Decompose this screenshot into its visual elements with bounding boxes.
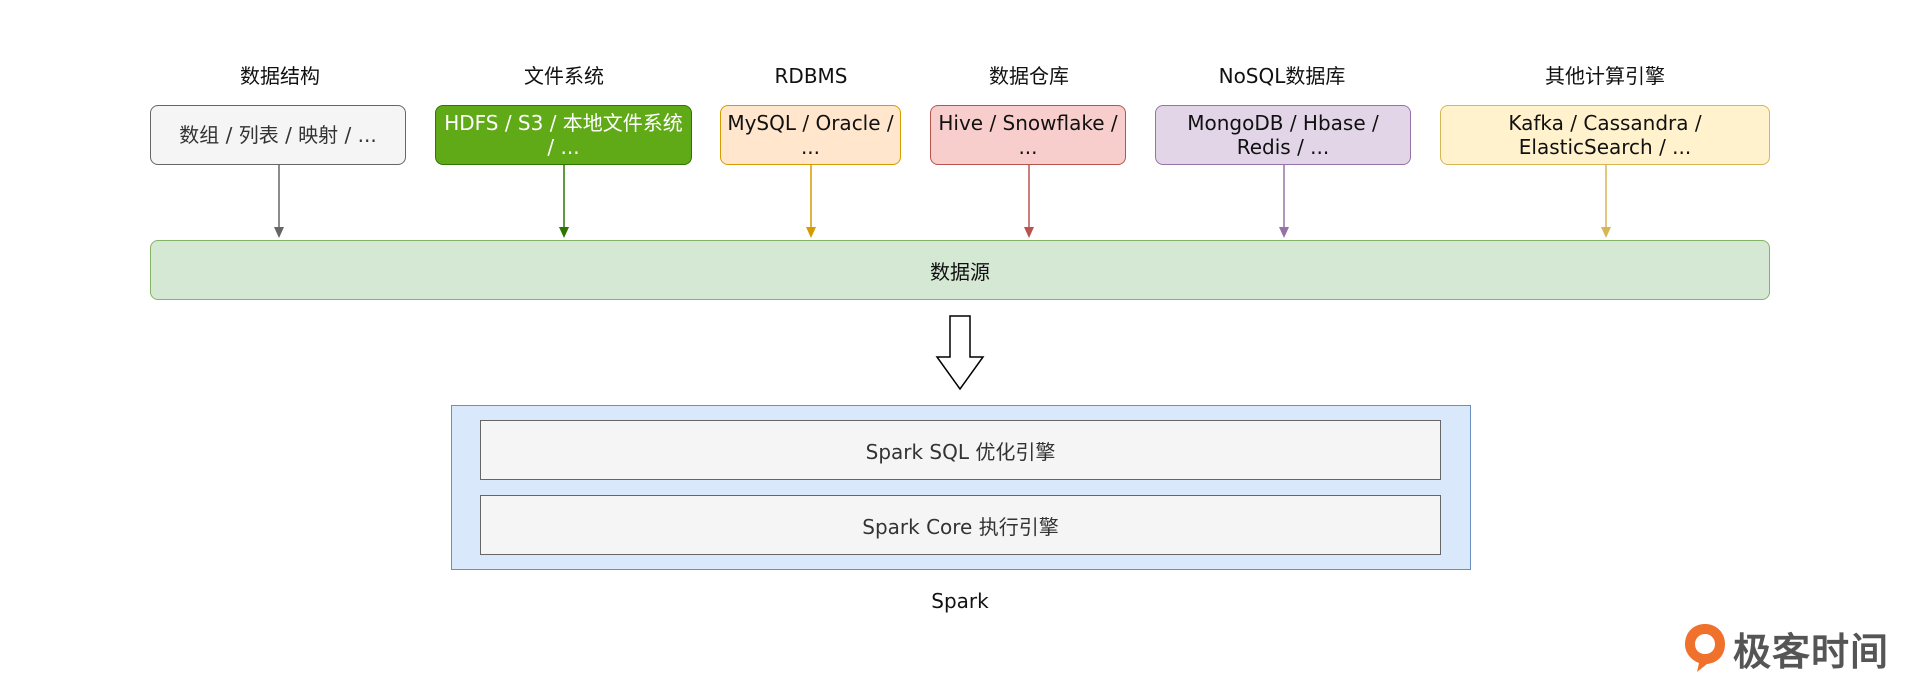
category-label-data-structure: 数据结构 [240, 64, 320, 88]
spark-core-engine-box: Spark Core 执行引擎 [480, 495, 1441, 555]
arrowhead [1601, 227, 1611, 238]
category-label-other-engines: 其他计算引擎 [1545, 64, 1665, 88]
datasource-label: 数据源 [930, 259, 990, 284]
category-label-nosql: NoSQL数据库 [1218, 64, 1346, 88]
source-box-nosql: MongoDB / Hbase / Redis / ... [1155, 105, 1411, 165]
arrowhead [1279, 227, 1289, 238]
spark-sql-engine-box: Spark SQL 优化引擎 [480, 420, 1441, 480]
source-box-data-warehouse: Hive / Snowflake / ... [930, 105, 1126, 165]
source-box-other-engines: Kafka / Cassandra / ElasticSearch / ... [1440, 105, 1770, 165]
arrowhead [806, 227, 816, 238]
category-label-data-warehouse: 数据仓库 [989, 64, 1069, 88]
spark-core-engine-label: Spark Core 执行引擎 [862, 514, 1059, 539]
arrowhead [559, 227, 569, 238]
datasource-bar: 数据源 [150, 240, 1770, 300]
source-box-data-structure: 数组 / 列表 / 映射 / ... [150, 105, 406, 165]
flow-down-arrow [935, 315, 985, 391]
arrowhead [1024, 227, 1034, 238]
source-box-file-system: HDFS / S3 / 本地文件系统 / ... [435, 105, 692, 165]
spark-sql-engine-label: Spark SQL 优化引擎 [865, 439, 1056, 464]
geektime-logo-icon [1685, 624, 1725, 672]
arrowhead [274, 227, 284, 238]
spark-label: Spark [931, 589, 989, 613]
category-label-rdbms: RDBMS [774, 64, 848, 88]
category-label-file-system: 文件系统 [524, 64, 604, 88]
logo-text: 极客时间 [1733, 629, 1890, 674]
brand-logo: 极客时间 [1683, 618, 1889, 678]
source-box-rdbms: MySQL / Oracle / ... [720, 105, 901, 165]
